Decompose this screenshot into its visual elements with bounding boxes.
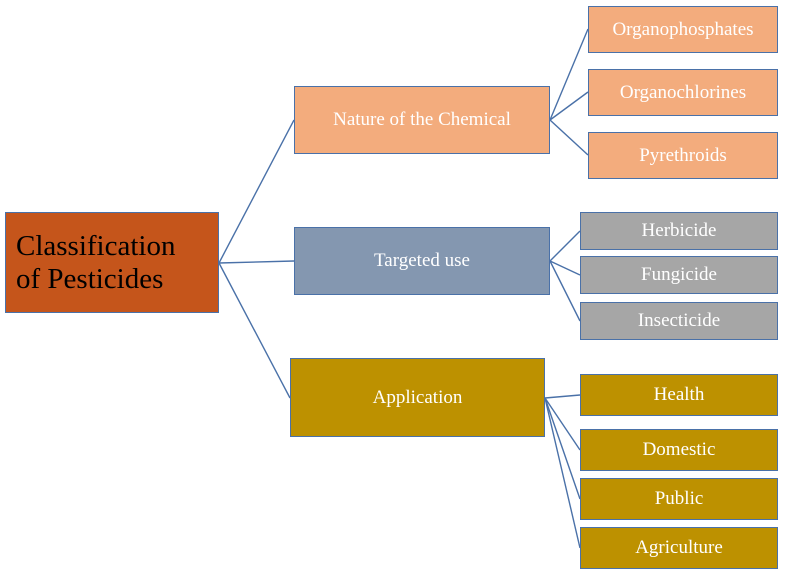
leaf-node-public[interactable]: Public	[580, 478, 778, 520]
edge-application-to-health	[544, 394, 581, 399]
leaf-node-herbicide[interactable]: Herbicide	[580, 212, 778, 250]
edge-use-to-herbicide	[549, 230, 581, 262]
leaf-node-label: Domestic	[642, 439, 716, 461]
root-node-label: Classification of Pesticides	[16, 230, 176, 295]
leaf-node-label: Herbicide	[641, 220, 717, 242]
leaf-node-organochlorines[interactable]: Organochlorines	[588, 69, 778, 116]
leaf-node-fungicide[interactable]: Fungicide	[580, 256, 778, 294]
leaf-node-label: Insecticide	[637, 310, 721, 332]
edge-root-to-nature	[218, 119, 295, 264]
edge-use-to-fungicide	[549, 260, 581, 276]
branch-node-label: Targeted use	[374, 250, 470, 272]
leaf-node-agriculture[interactable]: Agriculture	[580, 527, 778, 569]
leaf-node-label: Health	[653, 384, 705, 406]
edge-root-to-use	[218, 260, 295, 264]
leaf-node-label: Agriculture	[635, 537, 723, 559]
leaf-node-insecticide[interactable]: Insecticide	[580, 302, 778, 340]
edge-application-to-agriculture	[544, 397, 581, 549]
leaf-node-label: Pyrethroids	[639, 144, 727, 166]
leaf-node-domestic[interactable]: Domestic	[580, 429, 778, 471]
edge-nature-to-organochlorines	[549, 91, 589, 121]
leaf-node-organophosphates[interactable]: Organophosphates	[588, 6, 778, 53]
leaf-node-label: Public	[654, 488, 704, 510]
leaf-node-label: Fungicide	[641, 264, 717, 286]
edge-nature-to-pyrethroids	[549, 119, 589, 156]
branch-node-nature-of-the-chemical[interactable]: Nature of the Chemical	[294, 86, 550, 154]
edge-application-to-public	[544, 397, 581, 500]
branch-node-label: Nature of the Chemical	[333, 109, 511, 131]
branch-node-label: Application	[372, 386, 463, 408]
edge-nature-to-organophosphates	[549, 28, 589, 121]
edge-root-to-application	[218, 262, 291, 399]
leaf-node-health[interactable]: Health	[580, 374, 778, 416]
leaf-node-label: Organophosphates	[612, 18, 754, 40]
branch-node-application[interactable]: Application	[290, 358, 545, 437]
edge-application-to-domestic	[544, 397, 581, 451]
leaf-node-label: Organochlorines	[619, 81, 747, 103]
root-node-classification-of-pesticides[interactable]: Classification of Pesticides	[5, 212, 219, 313]
branch-node-targeted-use[interactable]: Targeted use	[294, 227, 550, 295]
leaf-node-pyrethroids[interactable]: Pyrethroids	[588, 132, 778, 179]
edge-use-to-insecticide	[549, 260, 581, 322]
